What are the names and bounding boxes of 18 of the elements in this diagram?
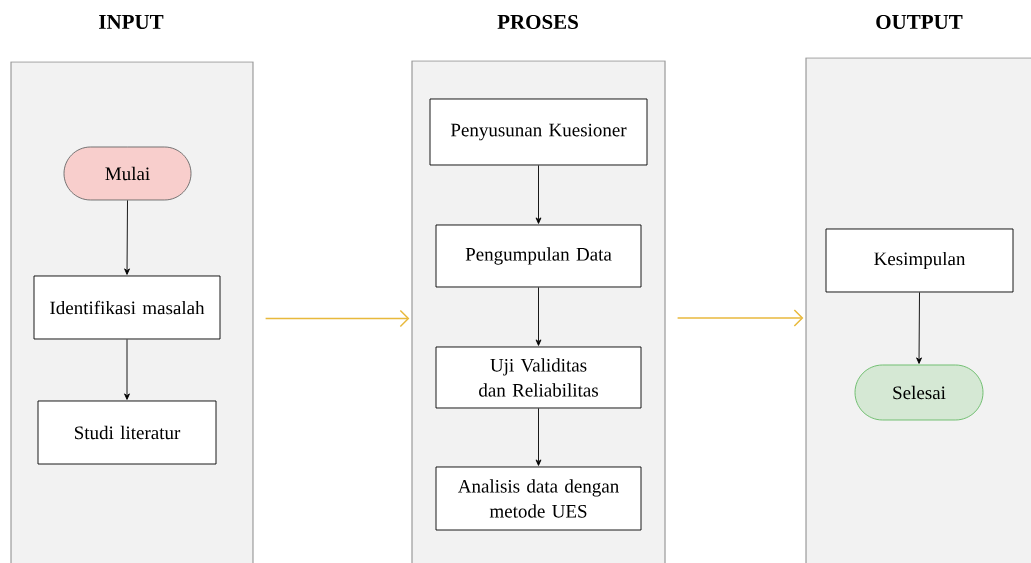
arrow <box>535 408 542 466</box>
arrow <box>676 309 804 327</box>
process-box: Pengumpulan Data <box>435 224 642 288</box>
process-box: Uji Validitas dan Reliabilitas <box>435 346 642 409</box>
panel-heading: PROSES <box>497 14 578 30</box>
arrow <box>264 309 410 328</box>
process-box: Studi literatur <box>37 400 217 465</box>
process-box: Penyusunan Kuesioner <box>429 98 648 166</box>
arrow <box>535 165 542 224</box>
panel-heading: INPUT <box>99 15 164 29</box>
arrow <box>124 200 130 275</box>
arrow <box>535 287 542 346</box>
process-box: Analisis data dengan metode UES <box>435 466 642 531</box>
panel-heading: OUTPUT <box>876 14 963 30</box>
arrow <box>124 339 130 400</box>
process-box: Identifikasi masalah <box>33 275 221 340</box>
process-box: Kesimpulan <box>825 228 1014 293</box>
arrow <box>916 292 922 364</box>
